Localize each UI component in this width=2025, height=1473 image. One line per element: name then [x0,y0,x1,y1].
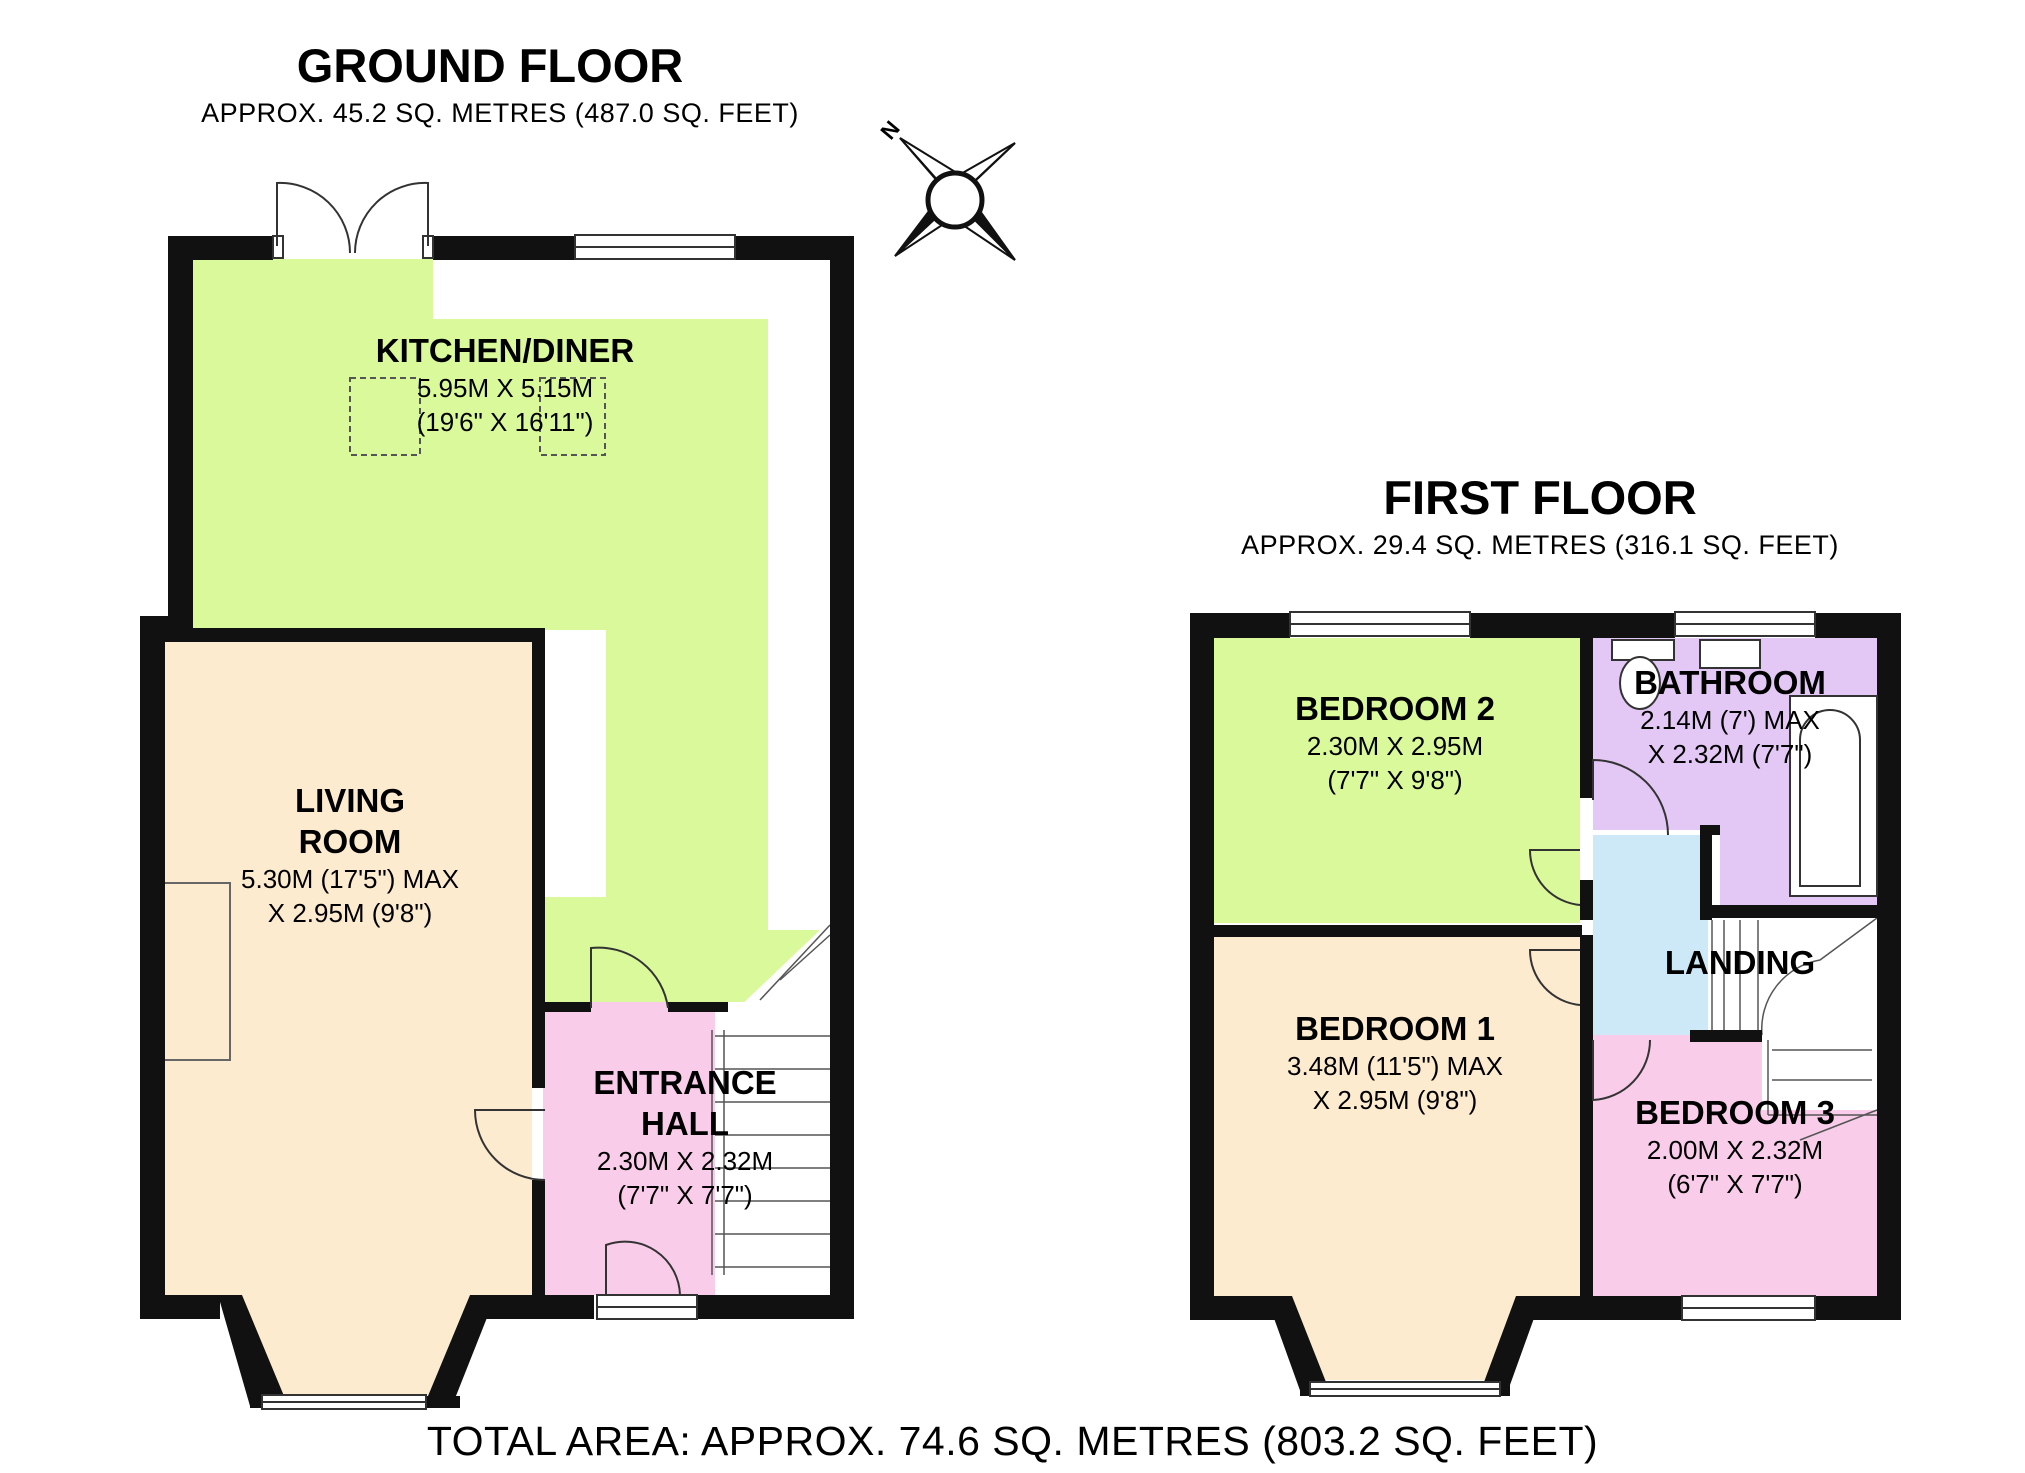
bedroom1-dim-line1: 3.48M (11'5") MAX [1286,1051,1503,1081]
first-windows [1289,611,1816,1397]
kitchen-dim-imperial: (19'6" X 16'11") [416,407,594,437]
kitchen-french-doors [272,181,434,259]
first-stairs-lines [1711,917,1878,1081]
bedroom3-area [1593,1035,1877,1296]
bedroom1-name: BEDROOM 1 [1295,1010,1495,1047]
bedroom2-dim-imperial: (7'7" X 9'8") [1327,765,1463,795]
bathroom-label: BATHROOM 2.14M (7') MAX X 2.32M (7'7") [1600,662,1860,771]
entrance-hall-name-line1: ENTRANCE [593,1064,777,1101]
landing-name: LANDING [1664,944,1816,981]
bedroom3-label: BEDROOM 3 2.00M X 2.32M (6'7" X 7'7") [1600,1092,1870,1201]
ground-floor-title: GROUND FLOOR [296,39,684,92]
entrance-hall-label: ENTRANCE HALL 2.30M X 2.32M (7'7" X 7'7"… [555,1062,815,1212]
bedroom3-dim-metric: 2.00M X 2.32M [1646,1135,1824,1165]
living-room-name-line2: ROOM [298,823,402,860]
total-area: TOTAL AREA: APPROX. 74.6 SQ. METRES (803… [426,1418,1599,1464]
living-room-label: LIVING ROOM 5.30M (17'5") MAX X 2.95M (9… [190,780,510,930]
kitchen-name: KITCHEN/DINER [375,332,635,369]
entrance-hall-area [543,1002,715,1295]
entrance-hall-dim-line2: (7'7" X 7'7") [617,1180,753,1210]
ground-floor-area: APPROX. 45.2 SQ. METRES (487.0 SQ. FEET) [201,98,799,128]
compass-icon [894,137,1016,261]
bedroom3-name: BEDROOM 3 [1635,1094,1835,1131]
compass: N [875,108,1030,268]
ground-door-swings [473,946,681,1296]
bedroom1-dim-line2: X 2.95M (9'8") [1312,1085,1478,1115]
entrance-hall-dim-line1: 2.30M X 2.32M [596,1146,774,1176]
living-room-dim-line1: 5.30M (17'5") MAX [241,864,459,894]
bathroom-fixtures [1611,639,1878,897]
first-floor-title: FIRST FLOOR [1383,471,1697,524]
kitchen-label: KITCHEN/DINER 5.95M X 5.15M (19'6" X 16'… [330,330,680,439]
bedroom1-area [1214,937,1582,1380]
bedroom3-stair-lines [1767,1040,1878,1141]
living-room-name-line1: LIVING [294,782,405,819]
ground-stairs [711,920,831,1295]
bedroom2-dim-metric: 2.30M X 2.95M [1306,731,1484,761]
kitchen-area [193,259,820,1002]
living-room-dim-line2: X 2.95M (9'8") [267,898,433,928]
living-room-chimney-line [165,882,231,1061]
bedroom2-area [1214,638,1580,923]
bedroom3-dim-imperial: (6'7" X 7'7") [1667,1169,1803,1199]
kitchen-skylights [349,377,606,456]
bedroom1-label: BEDROOM 1 3.48M (11'5") MAX X 2.95M (9'8… [1230,1008,1560,1117]
first-floor-area: APPROX. 29.4 SQ. METRES (316.1 SQ. FEET) [1241,530,1839,560]
first-door-swings [1528,758,1669,1102]
kitchen-unfilled-strip [543,630,606,897]
bedroom2-name: BEDROOM 2 [1295,690,1495,727]
ground-windows [261,234,736,1410]
entrance-hall-name-line2: HALL [641,1105,729,1142]
landing-label: LANDING [1620,942,1860,983]
bathroom-dim-line1: 2.14M (7') MAX [1640,705,1820,735]
kitchen-dim-metric: 5.95M X 5.15M [416,373,594,403]
bathroom-dim-line2: X 2.32M (7'7") [1647,739,1813,769]
living-room-area [165,642,532,1396]
bedroom2-label: BEDROOM 2 2.30M X 2.95M (7'7" X 9'8") [1230,688,1560,797]
bathroom-name: BATHROOM [1634,664,1826,701]
landing-area [1593,835,1708,1035]
